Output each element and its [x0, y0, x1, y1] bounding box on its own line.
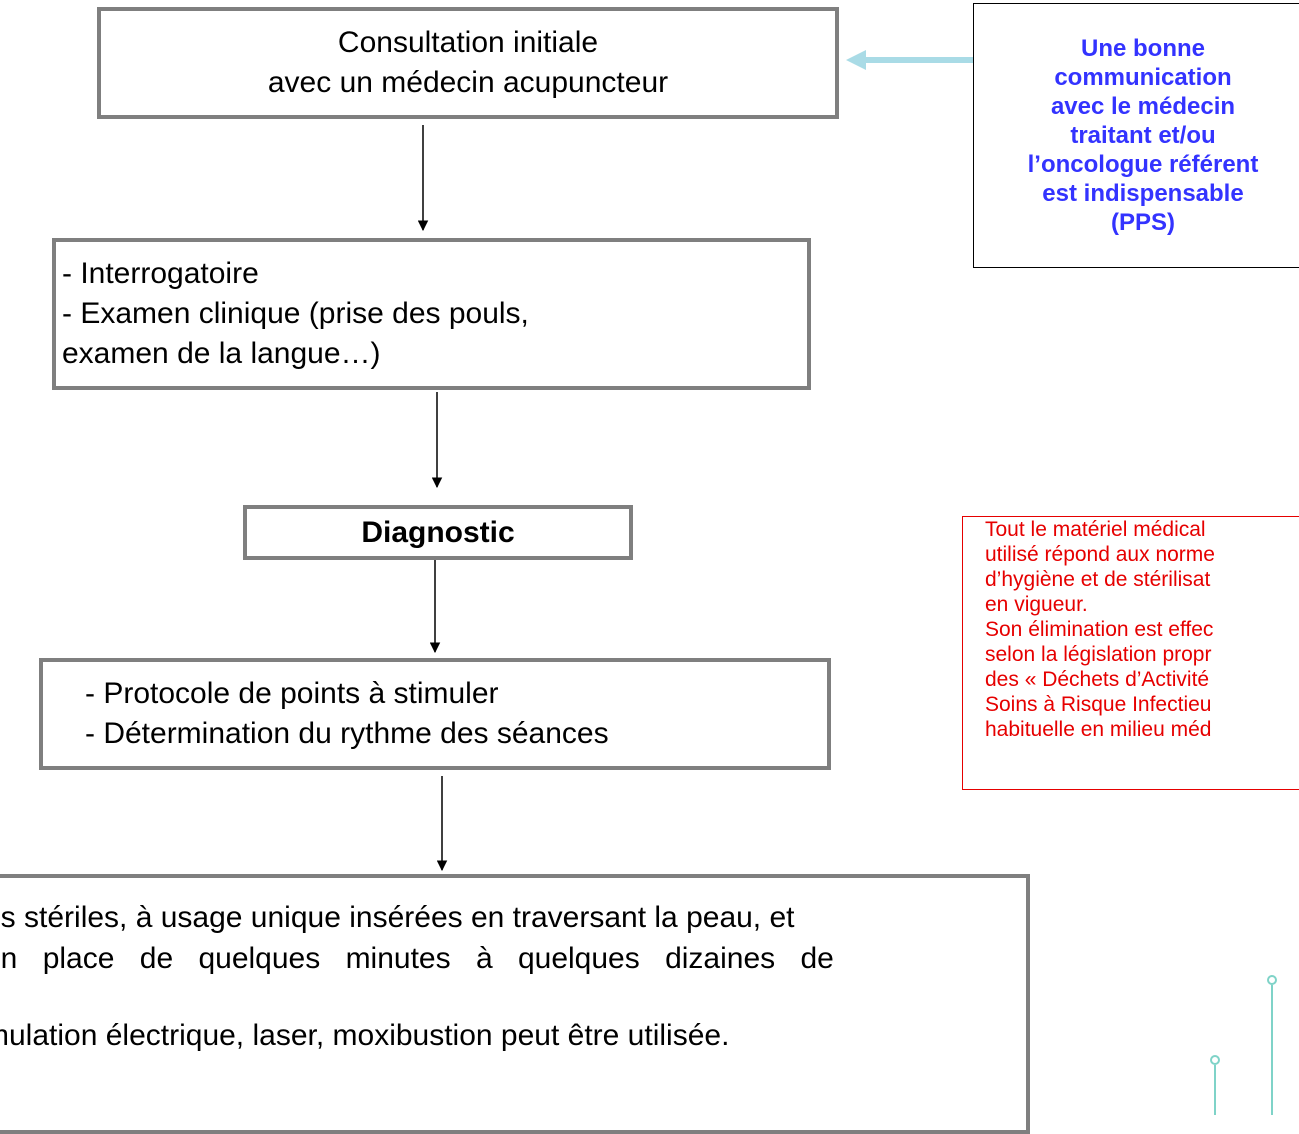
materiel-line: d’hygiène et de stérilisat [985, 568, 1211, 591]
aiguilles-box: es stériles, à usage unique insérées en … [0, 874, 1030, 1134]
aiguilles-line-2: en place de quelques minutes à quelques … [0, 942, 834, 975]
communication-note: Une bonne communication avec le médecin … [973, 3, 1299, 268]
examen-line-2: - Examen clinique (prise des pouls, [62, 297, 529, 330]
communication-line: l’oncologue référent [1027, 151, 1259, 178]
communication-line: avec le médecin [1050, 93, 1236, 120]
protocole-line-2: - Détermination du rythme des séances [85, 717, 609, 750]
examen-box: - Interrogatoire - Examen clinique (pris… [52, 238, 811, 390]
materiel-line: en vigueur. [985, 593, 1088, 616]
materiel-line: habituelle en milieu méd [985, 718, 1212, 741]
protocole-line-1: - Protocole de points à stimuler [85, 677, 499, 710]
materiel-note: Tout le matériel médical utilisé répond … [962, 516, 1299, 790]
examen-line-3: examen de la langue…) [62, 337, 381, 370]
materiel-line: des « Déchets d’Activité [985, 668, 1210, 691]
materiel-line: Tout le matériel médical [985, 518, 1206, 541]
protocole-box: - Protocole de points à stimuler - Déter… [39, 658, 831, 770]
circuit-decoration [1210, 975, 1277, 1115]
materiel-line: utilisé répond aux norme [985, 543, 1215, 566]
aiguilles-line-1: es stériles, à usage unique insérées en … [0, 901, 795, 934]
examen-line-1: - Interrogatoire [62, 257, 259, 290]
materiel-line: selon la législation propr [985, 643, 1212, 666]
materiel-line: Son élimination est effec [985, 618, 1214, 641]
consultation-line-2: avec un médecin acupuncteur [267, 66, 669, 99]
materiel-line: Soins à Risque Infectieu [985, 693, 1212, 716]
communication-line: Une bonne [1081, 35, 1205, 62]
consultation-line-1: Consultation initiale [337, 26, 599, 59]
diagnostic-label: Diagnostic [361, 515, 515, 549]
communication-line: est indispensable [1042, 180, 1244, 207]
aiguilles-line-3: mulation électrique, laser, moxibustion … [0, 1019, 730, 1052]
communication-line: traitant et/ou [1070, 122, 1216, 149]
communication-line: communication [1054, 64, 1232, 91]
communication-line: (PPS) [1110, 209, 1175, 236]
diagnostic-box: Diagnostic [243, 505, 633, 560]
consultation-initiale-box: Consultation initiale avec un médecin ac… [97, 7, 839, 119]
